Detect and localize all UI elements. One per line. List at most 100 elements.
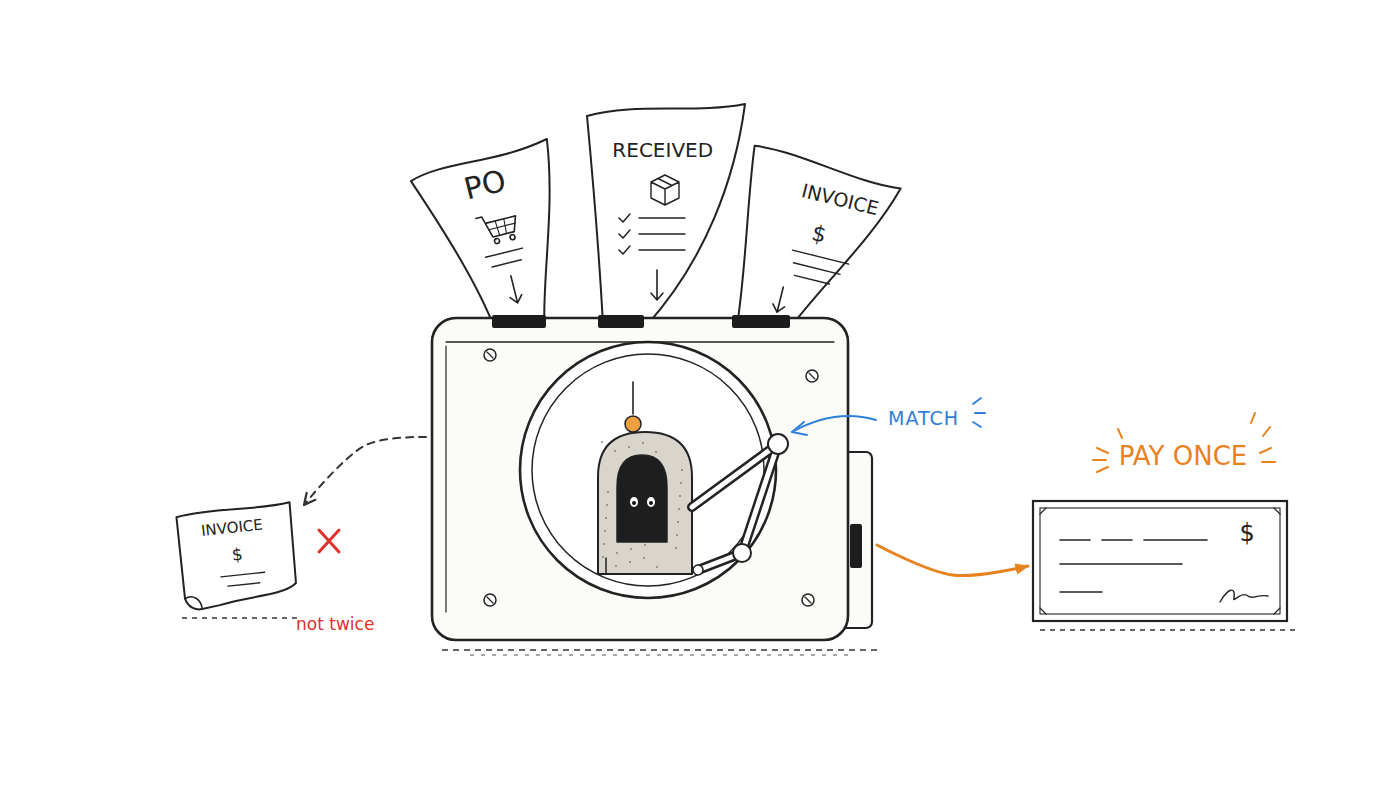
box-icon bbox=[651, 175, 679, 205]
ground-hatch bbox=[182, 617, 300, 618]
screw-slot bbox=[487, 352, 493, 358]
paper-sheet bbox=[176, 502, 300, 611]
robot-clip bbox=[600, 558, 614, 574]
screw-slot bbox=[809, 373, 815, 379]
porthole-glass bbox=[532, 354, 764, 586]
robot-face bbox=[617, 455, 667, 542]
corner-ornament bbox=[1040, 508, 1280, 614]
screw bbox=[484, 349, 496, 361]
sparkle-marks bbox=[1093, 413, 1275, 472]
stone-speckle bbox=[642, 442, 644, 444]
result-label: PAY ONCE bbox=[1119, 442, 1247, 472]
check-mark bbox=[619, 246, 630, 254]
screw-slot bbox=[487, 597, 493, 603]
note-text: not twice bbox=[296, 615, 374, 635]
stone-speckle bbox=[676, 534, 678, 536]
text-line bbox=[639, 233, 685, 234]
machine-body bbox=[432, 318, 848, 640]
stone-speckle bbox=[602, 556, 604, 558]
reject-arrow bbox=[304, 437, 426, 505]
stone-speckle bbox=[679, 495, 681, 497]
stone-speckle bbox=[630, 548, 632, 550]
paper-curl bbox=[185, 596, 202, 611]
screw bbox=[484, 594, 496, 606]
stone-speckle bbox=[604, 530, 606, 532]
stone-speckle bbox=[616, 552, 618, 554]
input-slot bbox=[732, 315, 790, 328]
signature bbox=[1220, 590, 1268, 602]
callout-arrowhead bbox=[792, 422, 807, 435]
reject-cross bbox=[319, 530, 339, 552]
antenna-bulb bbox=[625, 416, 641, 432]
down-arrow bbox=[771, 286, 789, 314]
stone-speckle bbox=[607, 491, 609, 493]
ground-hatch bbox=[1040, 629, 1296, 630]
ground-hatch bbox=[470, 655, 850, 656]
robot-pupil bbox=[649, 501, 653, 505]
text-lines bbox=[486, 248, 526, 268]
check-inner-border bbox=[1040, 508, 1280, 614]
node-body: PO bbox=[404, 132, 593, 343]
stone-speckle bbox=[601, 441, 603, 443]
node-body: RECEIVED bbox=[585, 100, 747, 325]
check-mark bbox=[619, 230, 630, 238]
screw bbox=[806, 370, 818, 382]
currency-symbol: $ bbox=[231, 545, 244, 566]
node-body bbox=[430, 312, 875, 647]
duplicate-invoice: INVOICE$not twice bbox=[175, 505, 300, 610]
stone-speckle bbox=[680, 482, 682, 484]
screw-slot bbox=[805, 597, 811, 603]
cart-wheel bbox=[510, 234, 516, 240]
robot-eye bbox=[647, 497, 655, 507]
stone-speckle bbox=[675, 547, 677, 549]
stone-speckle bbox=[615, 565, 617, 567]
robot-pupil bbox=[632, 501, 636, 505]
down-arrow bbox=[651, 270, 663, 300]
arm-joint bbox=[733, 544, 751, 562]
stone-speckle bbox=[644, 544, 646, 546]
robot-body bbox=[598, 432, 692, 574]
check-lines bbox=[1060, 540, 1207, 592]
stone-speckle bbox=[605, 517, 607, 519]
check-border bbox=[1033, 501, 1287, 621]
robot-arm-inner bbox=[692, 444, 778, 570]
output-slot bbox=[850, 524, 862, 568]
text-line bbox=[639, 249, 685, 250]
stone-speckle bbox=[603, 543, 605, 545]
robot-eye bbox=[630, 497, 638, 507]
antenna bbox=[632, 382, 634, 414]
invoice-paper: INVOICE$ bbox=[707, 147, 867, 327]
stone-speckle bbox=[656, 566, 658, 568]
matching-machine-outline bbox=[430, 312, 875, 647]
stone-speckle bbox=[614, 450, 616, 452]
input-slot bbox=[598, 315, 644, 328]
down-arrow bbox=[505, 274, 523, 304]
stone-speckle bbox=[655, 451, 657, 453]
stone-speckle bbox=[628, 446, 630, 448]
stone-speckle bbox=[678, 508, 680, 510]
node-body: INVOICE$ bbox=[170, 499, 305, 616]
callout-leader bbox=[792, 416, 876, 432]
screw bbox=[802, 594, 814, 606]
input-slot bbox=[492, 315, 546, 328]
payment-check-outline bbox=[1032, 500, 1288, 622]
stone-speckle bbox=[677, 521, 679, 523]
stone-speckle bbox=[606, 504, 608, 506]
paper-title: RECEIVED bbox=[612, 138, 713, 161]
text-line bbox=[639, 217, 685, 218]
cart-icon bbox=[476, 209, 519, 240]
text-lines bbox=[787, 250, 849, 287]
emphasis-ticks bbox=[973, 398, 985, 427]
check-mark bbox=[619, 214, 630, 222]
currency-symbol: $ bbox=[1239, 520, 1254, 548]
received-paper: RECEIVED bbox=[585, 100, 747, 325]
arm-hand bbox=[693, 565, 703, 575]
stone-speckle bbox=[643, 557, 645, 559]
arm-joint bbox=[768, 434, 788, 454]
paper-sheet bbox=[409, 139, 589, 342]
cart-wheel bbox=[494, 238, 500, 244]
payment-check: $PAY ONCE bbox=[1032, 500, 1288, 622]
pay-arrow bbox=[877, 545, 1028, 576]
node-body: $ bbox=[1032, 500, 1288, 622]
